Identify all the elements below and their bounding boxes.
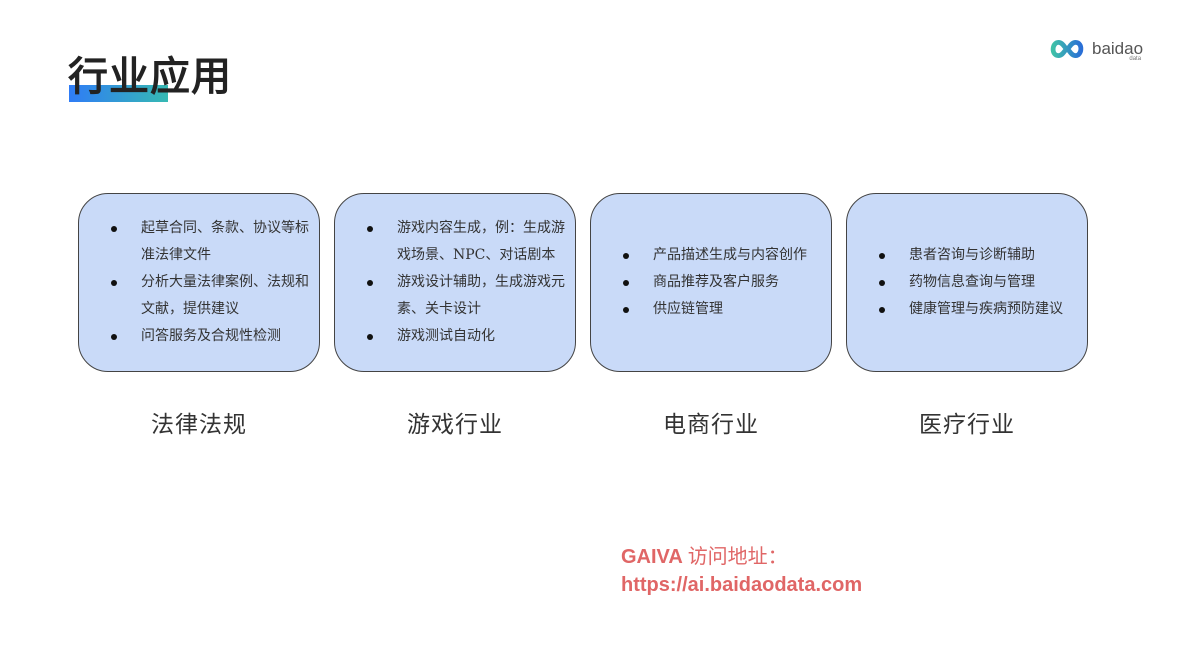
list-item: 游戏内容生成，例：生成游戏场景、NPC、对话剧本 xyxy=(367,215,565,269)
infinity-logo-icon xyxy=(1050,39,1084,59)
industry-healthcare: 患者咨询与诊断辅助 药物信息查询与管理 健康管理与疾病预防建议 医疗行业 xyxy=(845,193,1089,439)
logo-subtext: data xyxy=(1129,56,1142,62)
list-item: 游戏测试自动化 xyxy=(367,323,565,350)
industry-gaming: 游戏内容生成，例：生成游戏场景、NPC、对话剧本 游戏设计辅助，生成游戏元素、关… xyxy=(333,193,577,439)
list-item: 商品推荐及客户服务 xyxy=(623,269,821,296)
industry-card: 产品描述生成与内容创作 商品推荐及客户服务 供应链管理 xyxy=(590,193,832,372)
list-item: 健康管理与疾病预防建议 xyxy=(879,296,1077,323)
list-item: 患者咨询与诊断辅助 xyxy=(879,242,1077,269)
logo-wordmark: baidao xyxy=(1092,39,1144,58)
access-label: 访问地址： xyxy=(687,544,788,568)
list-item: 游戏设计辅助，生成游戏元素、关卡设计 xyxy=(367,269,565,323)
industry-label: 法律法规 xyxy=(151,412,247,438)
industry-label: 游戏行业 xyxy=(407,412,503,438)
list-item: 分析大量法律案例、法规和文献，提供建议 xyxy=(111,269,309,323)
industry-ecommerce: 产品描述生成与内容创作 商品推荐及客户服务 供应链管理 电商行业 xyxy=(589,193,833,439)
title-underline-accent xyxy=(69,85,168,102)
list-item: 供应链管理 xyxy=(623,296,821,323)
industry-cards: 起草合同、条款、协议等标准法律文件 分析大量法律案例、法规和文献，提供建议 问答… xyxy=(77,193,1089,439)
access-info: GAIVA 访问地址： https://ai.baidaodata.com xyxy=(621,542,862,599)
industry-legal: 起草合同、条款、协议等标准法律文件 分析大量法律案例、法规和文献，提供建议 问答… xyxy=(77,193,321,439)
list-item: 问答服务及合规性检测 xyxy=(111,323,309,350)
list-item: 起草合同、条款、协议等标准法律文件 xyxy=(111,215,309,269)
industry-card: 游戏内容生成，例：生成游戏场景、NPC、对话剧本 游戏设计辅助，生成游戏元素、关… xyxy=(334,193,576,372)
access-prefix: GAIVA xyxy=(621,546,683,568)
slide-title-block: 行业应用 xyxy=(68,52,232,102)
industry-label: 电商行业 xyxy=(663,412,759,438)
list-item: 药物信息查询与管理 xyxy=(879,269,1077,296)
industry-card: 起草合同、条款、协议等标准法律文件 分析大量法律案例、法规和文献，提供建议 问答… xyxy=(78,193,320,372)
industry-label: 医疗行业 xyxy=(919,412,1015,438)
list-item: 产品描述生成与内容创作 xyxy=(623,242,821,269)
brand-logo: baidao data xyxy=(1048,38,1144,62)
access-url-link[interactable]: https://ai.baidaodata.com xyxy=(621,574,863,596)
industry-card: 患者咨询与诊断辅助 药物信息查询与管理 健康管理与疾病预防建议 xyxy=(846,193,1088,372)
slide-title: 行业应用 xyxy=(68,54,232,100)
